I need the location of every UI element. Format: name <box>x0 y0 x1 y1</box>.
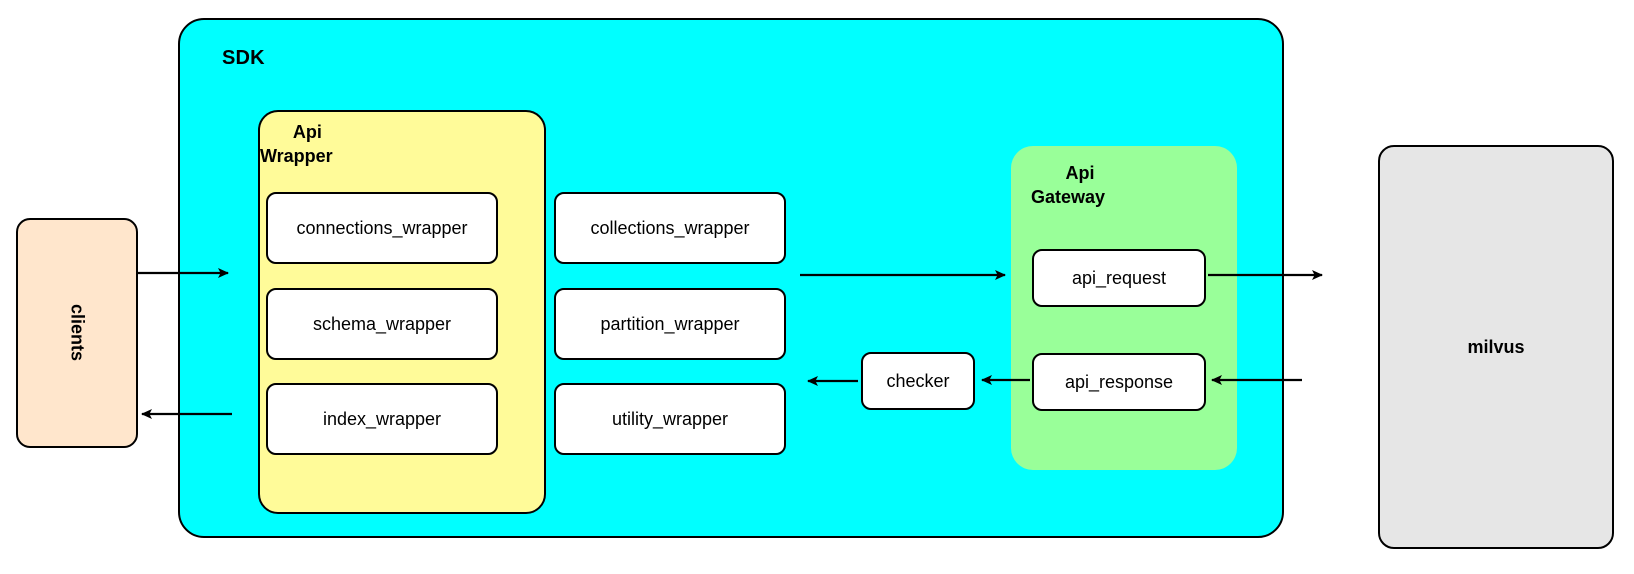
api-wrapper-label-line2: Wrapper <box>260 146 333 167</box>
collections-wrapper-node[interactable]: collections_wrapper <box>554 192 786 264</box>
partition-wrapper-label: partition_wrapper <box>600 313 740 334</box>
checker-node[interactable]: checker <box>861 352 975 410</box>
api-request-label: api_request <box>1071 267 1167 288</box>
clients-label: clients <box>67 304 88 362</box>
api-response-label: api_response <box>1064 371 1174 392</box>
checker-label: checker <box>886 370 950 391</box>
milvus-node[interactable]: milvus <box>1378 145 1614 549</box>
connections-wrapper-node[interactable]: connections_wrapper <box>266 192 498 264</box>
utility-wrapper-label: utility_wrapper <box>611 408 729 429</box>
clients-node[interactable]: clients <box>16 218 138 448</box>
schema-wrapper-node[interactable]: schema_wrapper <box>266 288 498 360</box>
sdk-label: SDK <box>222 47 265 69</box>
utility-wrapper-node[interactable]: utility_wrapper <box>554 383 786 455</box>
api-gateway-label-line1: Api <box>1065 163 1095 183</box>
index-wrapper-node[interactable]: index_wrapper <box>266 383 498 455</box>
index-wrapper-label: index_wrapper <box>322 408 442 429</box>
milvus-label: milvus <box>1467 336 1525 357</box>
schema-wrapper-label: schema_wrapper <box>312 313 452 334</box>
partition-wrapper-node[interactable]: partition_wrapper <box>554 288 786 360</box>
collections-wrapper-label: collections_wrapper <box>590 217 750 238</box>
connections-wrapper-label: connections_wrapper <box>296 217 468 238</box>
api-gateway-label-line2: Gateway <box>1031 187 1106 208</box>
api-response-node[interactable]: api_response <box>1032 353 1206 411</box>
api-wrapper-label-line1: Api <box>292 122 322 142</box>
api-request-node[interactable]: api_request <box>1032 249 1206 307</box>
